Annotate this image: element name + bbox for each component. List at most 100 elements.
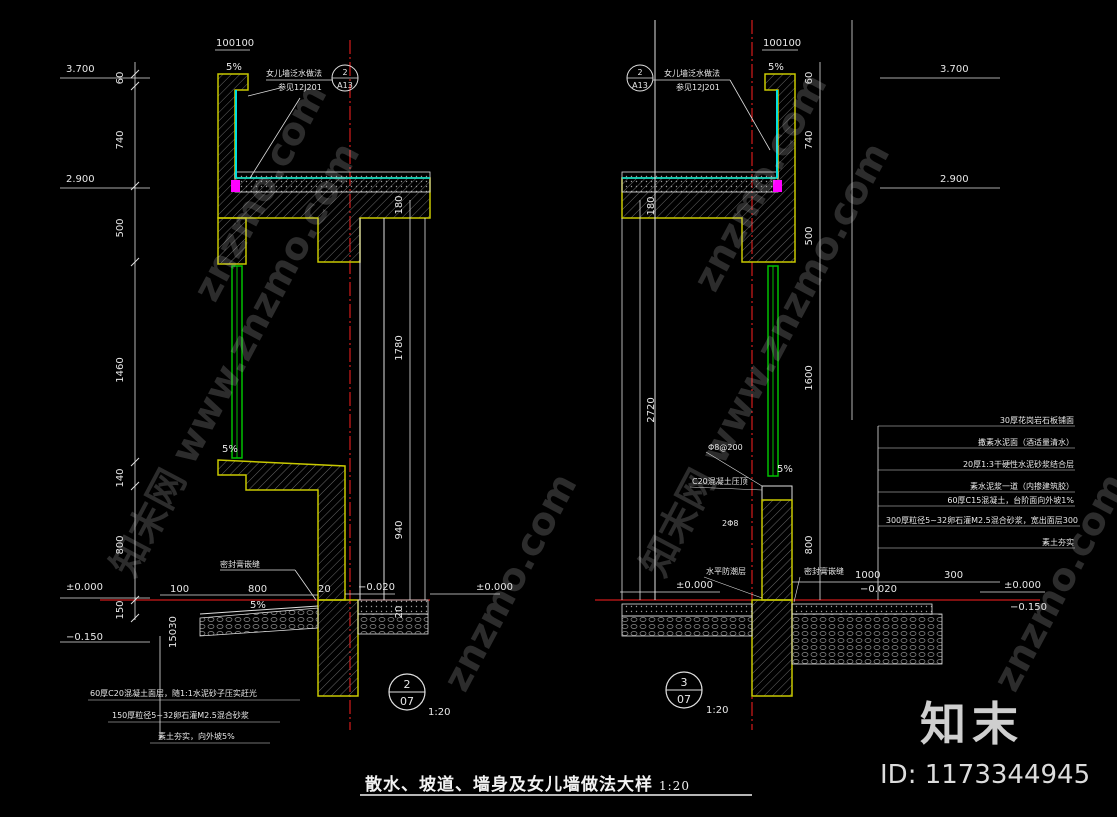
rebar-spacing: Φ8@200: [708, 443, 743, 452]
rebar-count: 2Φ8: [722, 519, 738, 528]
dim-800: 800: [115, 535, 126, 554]
leader-line: [689, 486, 763, 491]
detail-scale: 1:20: [706, 705, 728, 716]
dim-100100: 100100: [763, 38, 801, 49]
dim-100100: 100100: [216, 38, 254, 49]
note-line-1: 60厚C20混凝土面层，随1:1水泥砂子压实赶光: [90, 688, 257, 698]
parapet-ref-std: 参见12J201: [278, 82, 322, 92]
floor-base: [357, 613, 429, 635]
dim-800: 800: [804, 535, 815, 554]
dim-500: 500: [804, 226, 815, 245]
reference-sheet: A13: [632, 81, 648, 90]
parapet-ref-label: 女儿墙泛水做法: [266, 68, 322, 78]
dim-740: 740: [115, 130, 126, 149]
step-base: [791, 613, 943, 665]
leader-line: [793, 576, 801, 603]
level-m0020: −0.020: [860, 584, 897, 595]
dim-1780: 1780: [394, 335, 405, 360]
dim-20-h: 20: [318, 584, 331, 595]
detail-number: 3: [681, 676, 688, 689]
slope-top: 5%: [768, 62, 784, 73]
level-3700: 3.700: [940, 64, 969, 75]
note-line-3: 素土夯实，向外坡5%: [158, 731, 235, 741]
left-section: 60 740 500 1460 140 800 150 3.700 2.900 …: [60, 38, 513, 744]
dim-150: 150: [115, 600, 126, 619]
level-m0150: −0.150: [66, 632, 103, 643]
right-section: 180 2720 60 740 500 1600 800 3.700 2.900…: [595, 20, 1080, 730]
magenta-marker: [231, 180, 240, 192]
detail-sheet: 07: [677, 693, 691, 706]
foundation-wall: [317, 599, 359, 697]
leader-line: [729, 79, 771, 151]
dim-180: 180: [394, 195, 405, 214]
parapet-ref-std: 参见12J201: [676, 82, 720, 92]
dim-940: 940: [394, 520, 405, 539]
note-line-6: 300厚粒径5~32卵石灌M2.5混合砂浆，宽出面层300: [886, 515, 1078, 525]
dim-20: 20: [394, 606, 405, 619]
dim-800-h: 800: [248, 584, 267, 595]
slope-top: 5%: [226, 62, 242, 73]
dim-1600: 1600: [804, 365, 815, 390]
leader-line: [705, 451, 763, 487]
detail-sheet: 07: [400, 695, 414, 708]
dim-2720: 2720: [646, 397, 657, 422]
apron-slab: [199, 607, 319, 637]
note-line-7: 素土夯实: [1042, 537, 1074, 547]
step-paving: [791, 603, 933, 615]
leader-line: [703, 576, 763, 599]
interior-floor: [357, 599, 429, 615]
notes-stack: 30厚花岗岩石板铺面 撒素水泥面（酒适量清水） 20厚1:3干硬性水泥砂浆结合层…: [878, 415, 1080, 549]
floor-base: [621, 615, 753, 637]
level-3700: 3.700: [66, 64, 95, 75]
parapet-and-roof-slab: [217, 73, 431, 263]
drawing-title-scale: 1:20: [659, 779, 690, 793]
slope-sill: 5%: [222, 444, 238, 455]
seal-label: 密封膏嵌缝: [220, 559, 260, 569]
drawing-title-text: 散水、坡道、墙身及女儿墙做法大样: [365, 775, 653, 795]
magenta-marker: [773, 180, 782, 192]
dim-100: 100: [170, 584, 189, 595]
note-line-2: 150厚粒径5~32卵石灌M2.5混合砂浆: [112, 710, 249, 720]
seal-label: 密封膏嵌缝: [804, 566, 844, 576]
interior-floor: [621, 603, 753, 617]
leader-line: [247, 87, 281, 97]
note-line-1: 30厚花岗岩石板铺面: [1000, 415, 1074, 425]
foundation-wall: [751, 599, 793, 697]
level-2900: 2.900: [66, 174, 95, 185]
dim-1000: 1000: [855, 570, 880, 581]
dim-500: 500: [115, 218, 126, 237]
reference-sheet: A13: [337, 81, 353, 90]
slope-apron: 5%: [250, 600, 266, 611]
dim-300: 300: [944, 570, 963, 581]
dim-140: 140: [115, 468, 126, 487]
dim-15030: 15030: [168, 616, 179, 648]
level-m0150: −0.150: [1010, 602, 1047, 613]
apron-surface: [199, 605, 319, 615]
dim-740: 740: [804, 130, 815, 149]
level-000-inside: ±0.000: [676, 580, 713, 591]
dimension-ticks: [130, 69, 140, 623]
slope-sill: 5%: [777, 464, 793, 475]
lower-wall: [761, 499, 793, 601]
level-m0020: −0.020: [358, 582, 395, 593]
parapet-ref-label: 女儿墙泛水做法: [664, 68, 720, 78]
note-line-5: 60厚C15混凝土，台阶面向外坡1%: [947, 495, 1074, 505]
moisture-layer-label: 水平防潮层: [706, 566, 746, 576]
dim-60: 60: [804, 72, 815, 85]
note-line-2: 撒素水泥面（酒适量清水）: [978, 437, 1074, 447]
detail-number: 2: [404, 678, 411, 691]
note-line-4: 素水泥浆一道（内掺建筑胶）: [970, 481, 1074, 491]
level-000-outside: ±0.000: [1004, 580, 1041, 591]
leader-line: [294, 569, 317, 601]
lintel-wall: [217, 217, 247, 265]
reference-number: 2: [637, 68, 642, 77]
drawing-title: 散水、坡道、墙身及女儿墙做法大样 1:20: [365, 770, 690, 795]
dim-180: 180: [646, 196, 657, 215]
dim-1460: 1460: [115, 357, 126, 382]
concrete-coping: [761, 485, 793, 501]
note-line-3: 20厚1:3干硬性水泥砂浆结合层: [963, 459, 1074, 469]
reference-number: 2: [342, 68, 347, 77]
logo: 知末: [920, 697, 1024, 751]
